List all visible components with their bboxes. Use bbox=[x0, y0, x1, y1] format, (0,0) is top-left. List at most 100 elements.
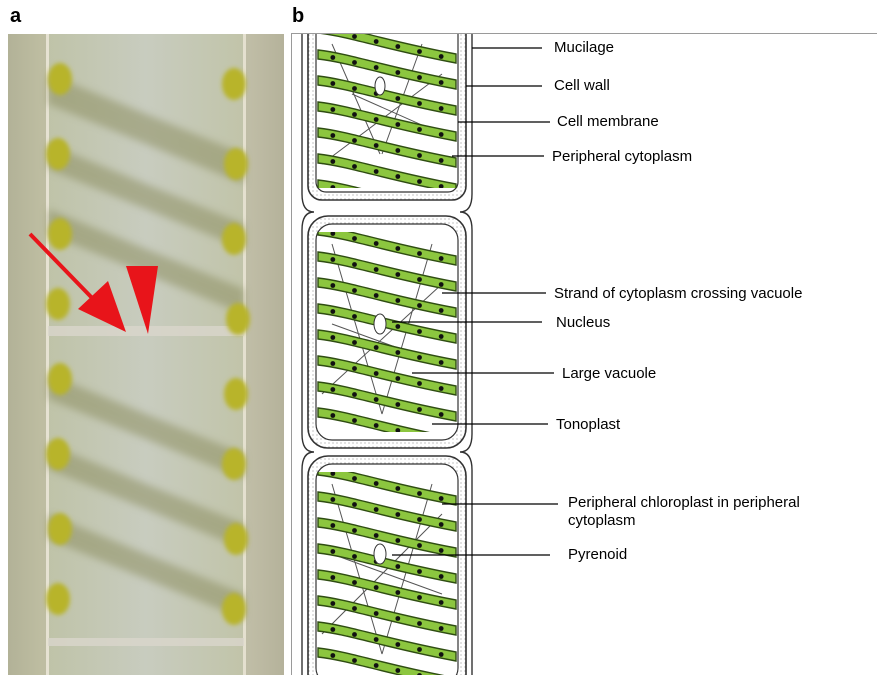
pyrenoid-dot bbox=[395, 350, 400, 355]
pyrenoid-dot bbox=[352, 262, 357, 267]
pyrenoid-dot bbox=[439, 282, 444, 287]
pyrenoid-dot bbox=[330, 575, 335, 580]
pyrenoid-dot bbox=[374, 663, 379, 668]
label-peripheral-chloroplast: Peripheral chloroplast in peripheral cyt… bbox=[568, 494, 868, 530]
pyrenoid-dot bbox=[417, 491, 422, 496]
pyrenoid-dot bbox=[374, 345, 379, 350]
pyrenoid-dot bbox=[439, 80, 444, 85]
pyrenoid-dot bbox=[352, 528, 357, 533]
pyrenoid-dot bbox=[417, 407, 422, 412]
pyrenoid-dot bbox=[439, 652, 444, 657]
pyrenoid-dot bbox=[439, 132, 444, 137]
pyrenoid-dot bbox=[352, 288, 357, 293]
pyrenoid-dot bbox=[395, 564, 400, 569]
pyrenoid-dot bbox=[395, 44, 400, 49]
pyrenoid-dot bbox=[352, 314, 357, 319]
nucleus-2 bbox=[374, 314, 386, 334]
pyrenoid-dot bbox=[374, 65, 379, 70]
pyrenoid-dot bbox=[439, 412, 444, 417]
pyrenoid-dot bbox=[395, 642, 400, 647]
pyrenoid-dot bbox=[417, 251, 422, 256]
pyrenoid-dot bbox=[395, 148, 400, 153]
pyrenoid-dot bbox=[330, 309, 335, 314]
pyrenoid-dot bbox=[439, 308, 444, 313]
pyrenoid-dot bbox=[439, 54, 444, 59]
pyrenoid-dot bbox=[395, 486, 400, 491]
pyrenoid-dot bbox=[352, 554, 357, 559]
pyrenoid-dot bbox=[374, 143, 379, 148]
pyrenoid-dot bbox=[395, 376, 400, 381]
pyrenoid-dot bbox=[417, 517, 422, 522]
pyrenoid-dot bbox=[395, 616, 400, 621]
label-nucleus: Nucleus bbox=[556, 314, 610, 332]
pyrenoid-dot bbox=[417, 277, 422, 282]
pyrenoid-dot bbox=[352, 658, 357, 663]
pyrenoid-dot bbox=[330, 55, 335, 60]
pyrenoid-dot bbox=[374, 507, 379, 512]
pyrenoid-dot bbox=[330, 159, 335, 164]
pyrenoid-dot bbox=[417, 303, 422, 308]
pyrenoid-dot bbox=[352, 392, 357, 397]
pyrenoid-dot bbox=[352, 606, 357, 611]
pyrenoid-dot bbox=[330, 549, 335, 554]
pyrenoid-dot bbox=[395, 246, 400, 251]
pyrenoid-dot bbox=[374, 481, 379, 486]
pyrenoid-dot bbox=[417, 101, 422, 106]
pyrenoid-dot bbox=[439, 386, 444, 391]
pyrenoid-dot bbox=[330, 133, 335, 138]
pyrenoid-dot bbox=[395, 324, 400, 329]
pyrenoid-dot bbox=[439, 210, 444, 215]
pyrenoid-dot bbox=[352, 366, 357, 371]
pyrenoid-dot bbox=[417, 647, 422, 652]
pyrenoid-dot bbox=[374, 397, 379, 402]
pyrenoid-dot bbox=[374, 241, 379, 246]
pyrenoid-dot bbox=[417, 179, 422, 184]
pyrenoid-dot bbox=[352, 476, 357, 481]
pyrenoid-dot bbox=[417, 595, 422, 600]
pyrenoid-dot bbox=[395, 590, 400, 595]
pyrenoid-dot bbox=[395, 538, 400, 543]
pyrenoid-dot bbox=[439, 106, 444, 111]
pyrenoid-dot bbox=[374, 371, 379, 376]
pyrenoid-dot bbox=[352, 340, 357, 345]
pyrenoid-dot bbox=[374, 39, 379, 44]
pyrenoid-dot bbox=[439, 158, 444, 163]
label-tonoplast: Tonoplast bbox=[556, 416, 620, 434]
label-mucilage: Mucilage bbox=[554, 39, 614, 57]
pyrenoid-dot bbox=[374, 611, 379, 616]
pyrenoid-dot bbox=[352, 164, 357, 169]
nucleus-1 bbox=[375, 77, 385, 95]
pyrenoid-dot bbox=[330, 627, 335, 632]
panel-letter-a: a bbox=[10, 6, 21, 26]
pyrenoid-dot bbox=[417, 205, 422, 210]
pyrenoid-dot bbox=[374, 169, 379, 174]
pyrenoid-dot bbox=[374, 267, 379, 272]
pyrenoid-dot bbox=[352, 138, 357, 143]
pyrenoid-dot bbox=[352, 86, 357, 91]
pyrenoid-dot bbox=[374, 585, 379, 590]
pyrenoid-dot bbox=[395, 512, 400, 517]
pyrenoid-dot bbox=[330, 81, 335, 86]
pyrenoid-dot bbox=[395, 402, 400, 407]
pyrenoid-dot bbox=[417, 621, 422, 626]
pyrenoid-dot bbox=[417, 355, 422, 360]
pyrenoid-dot bbox=[374, 117, 379, 122]
pyrenoid-dot bbox=[374, 533, 379, 538]
pyrenoid-dot bbox=[395, 96, 400, 101]
pyrenoid-dot bbox=[417, 569, 422, 574]
pyrenoid-dot bbox=[439, 626, 444, 631]
panel-letter-b: b bbox=[292, 6, 304, 26]
pyrenoid-dot bbox=[330, 257, 335, 262]
pyrenoid-dot bbox=[395, 272, 400, 277]
pyrenoid-dot bbox=[330, 107, 335, 112]
pyrenoid-dot bbox=[330, 283, 335, 288]
pyrenoid-dot bbox=[352, 632, 357, 637]
pyrenoid-dot bbox=[352, 236, 357, 241]
label-large-vacuole: Large vacuole bbox=[562, 365, 656, 383]
pyrenoid-dot bbox=[352, 34, 357, 39]
pyrenoid-dot bbox=[330, 601, 335, 606]
pyrenoid-dot bbox=[439, 574, 444, 579]
pyrenoid-dot bbox=[439, 496, 444, 501]
pyrenoid-dot bbox=[395, 668, 400, 673]
pyrenoid-dot bbox=[439, 334, 444, 339]
